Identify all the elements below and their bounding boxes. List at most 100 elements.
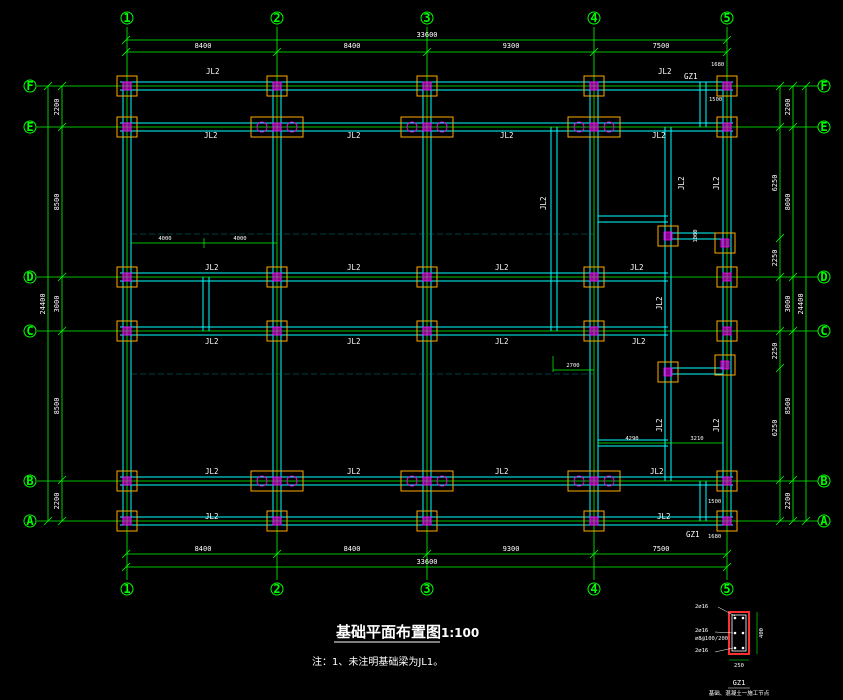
drawing-scale: 1:100	[441, 626, 479, 640]
footing-pad	[400, 470, 454, 492]
beam-label: JL2	[347, 131, 361, 140]
beam-label: JL2	[712, 176, 721, 190]
beam-label: JL2	[347, 263, 361, 272]
dim-top-span: 8400	[344, 42, 361, 50]
column-mark	[589, 516, 599, 526]
column-mark	[589, 81, 599, 91]
footing-pad	[716, 75, 738, 97]
beam-labels: JL2 JL2 JL2 JL2 JL2 JL2 JL2 JL2 JL2 JL2 …	[204, 67, 721, 539]
footing-pad	[716, 320, 738, 342]
footing-pad	[583, 266, 605, 288]
beam-label: JL2	[539, 196, 548, 210]
svg-text:F: F	[820, 79, 827, 93]
column-footings	[116, 75, 738, 532]
dim-inner: 2700	[566, 363, 579, 369]
svg-text:A: A	[820, 514, 828, 528]
dim-inner: 4000	[158, 236, 171, 242]
column-mark	[272, 122, 282, 132]
dim-inner: 1680	[711, 62, 724, 68]
dim-top-span: 7500	[653, 42, 670, 50]
footing-pad	[416, 266, 438, 288]
svg-text:5: 5	[723, 11, 730, 25]
svg-text:2: 2	[273, 582, 280, 596]
svg-text:3: 3	[423, 582, 430, 596]
column-mark	[422, 81, 432, 91]
column-mark	[720, 238, 730, 248]
beam-label: JL2	[632, 337, 646, 346]
column-mark	[122, 81, 132, 91]
dim-right-span: 6250	[771, 420, 779, 437]
beam-label: JL2	[500, 131, 514, 140]
dim-right-span: 3000	[784, 296, 792, 313]
axis-grid-lines	[37, 27, 818, 580]
column-mark	[722, 81, 732, 91]
column-mark	[603, 475, 615, 487]
dim-right-span: 2250	[771, 250, 779, 267]
axis-bubble-bottom: 1 2 3 4 5	[120, 582, 734, 596]
beam-label: JL2	[650, 467, 664, 476]
dim-inner: 1500	[708, 499, 721, 505]
footing-pad	[266, 320, 288, 342]
svg-text:D: D	[26, 270, 33, 284]
footing-pad	[400, 116, 454, 138]
column-mark	[722, 122, 732, 132]
footing-pad	[583, 320, 605, 342]
footing-pad	[416, 320, 438, 342]
column-mark	[406, 475, 418, 487]
gz1-rebar-bot: 2⌀16	[695, 648, 708, 654]
footing-pad	[116, 116, 138, 138]
footing-pad	[583, 75, 605, 97]
column-mark	[663, 367, 673, 377]
column-mark	[589, 476, 599, 486]
svg-text:3: 3	[423, 11, 430, 25]
column-mark	[436, 475, 448, 487]
dim-inner: 1680	[708, 534, 721, 540]
dimension-text: 8400 8400 9300 7500 33600 8400 8400 9300…	[39, 31, 805, 566]
column-mark	[286, 121, 298, 133]
gz1-height: 400	[759, 628, 765, 638]
gz1-rebar-top: 2⌀16	[695, 604, 708, 610]
footing-pad	[266, 510, 288, 532]
gz1-section-detail: 2⌀16 2⌀16 ⌀8@100/200 2⌀16 250 400 GZ1 基础…	[695, 604, 770, 697]
beam-label: JL2	[655, 418, 664, 432]
column-mark	[436, 121, 448, 133]
column-mark	[406, 121, 418, 133]
beam-label: JL2	[495, 337, 509, 346]
footing-pad	[657, 361, 679, 383]
beam-label: JL2	[657, 512, 671, 521]
column-mark	[272, 81, 282, 91]
beam-label: JL2	[204, 131, 218, 140]
dim-left-span: 3000	[53, 296, 61, 313]
footing-pad	[716, 116, 738, 138]
column-mark	[722, 476, 732, 486]
column-mark	[720, 360, 730, 370]
beam-label: JL2	[495, 467, 509, 476]
footing-pad	[567, 116, 621, 138]
svg-text:C: C	[26, 324, 33, 338]
footing-pad	[714, 354, 736, 376]
svg-text:B: B	[820, 474, 827, 488]
svg-text:E: E	[820, 120, 827, 134]
dim-left-span: 2200	[53, 493, 61, 510]
column-mark	[256, 475, 268, 487]
svg-text:4: 4	[590, 11, 597, 25]
footing-pad	[266, 266, 288, 288]
svg-text:5: 5	[723, 582, 730, 596]
gz1-caption: 基础、混凝土一施工节点	[709, 689, 770, 697]
footing-pad	[116, 470, 138, 492]
column-mark	[286, 475, 298, 487]
column-mark	[122, 122, 132, 132]
drawing-title: 基础平面布置图	[335, 623, 441, 641]
dim-inner: 1500	[709, 97, 722, 103]
svg-text:A: A	[26, 514, 34, 528]
dim-right-span: 2200	[784, 493, 792, 510]
column-mark	[122, 272, 132, 282]
footing-pad	[250, 470, 304, 492]
beam-label: JL2	[206, 67, 220, 76]
column-mark	[122, 326, 132, 336]
column-mark	[722, 516, 732, 526]
beam-label: JL2	[652, 131, 666, 140]
footing-pad	[416, 510, 438, 532]
axis-bubble-top: 1 2 3 4 5	[120, 11, 734, 25]
footing-pad	[116, 510, 138, 532]
